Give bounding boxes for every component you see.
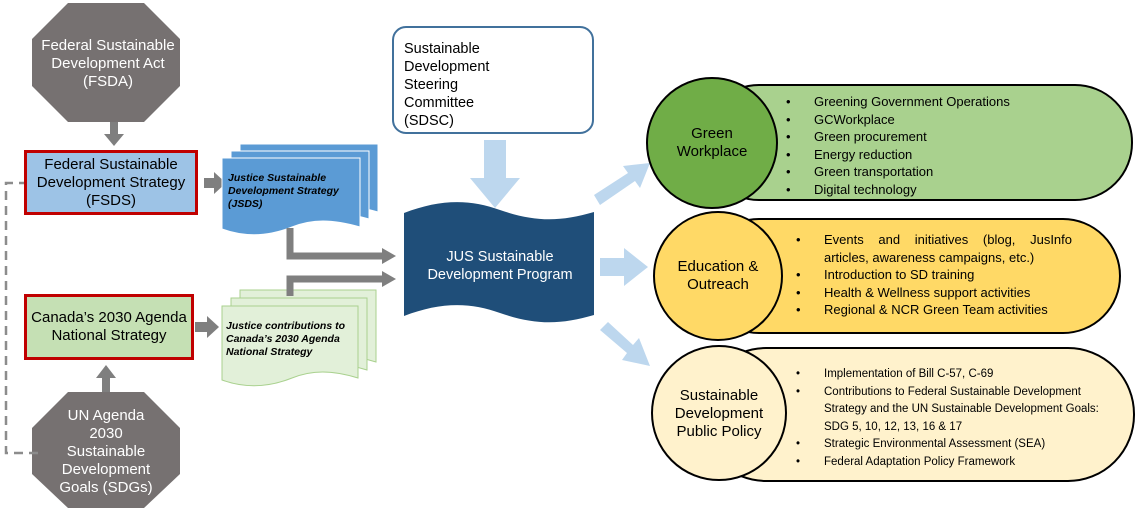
arrow-un-to-canada: [96, 365, 116, 392]
sdsc-box: [392, 26, 594, 134]
list-item: Implementation of Bill C-57, C-69: [796, 366, 1106, 384]
list-item: Contributions to Federal Sustainable Dev…: [796, 384, 1106, 437]
policy-title: Sustainable Development Public Policy: [674, 387, 764, 440]
green-circle: [646, 77, 778, 209]
list-item: Health & Wellness support activities: [796, 284, 1072, 302]
fsds-box: Federal Sustainable Development Strategy…: [24, 150, 198, 215]
list-item: Energy reduction: [786, 146, 1086, 164]
list-item: GCWorkplace: [786, 111, 1086, 129]
list-item: Events and initiatives (blog, JusInfo ar…: [796, 231, 1072, 266]
fsds-label: Federal Sustainable Development Strategy…: [36, 155, 186, 209]
list-item: Green transportation: [786, 163, 1086, 181]
education-title: Education & Outreach: [677, 258, 759, 293]
green-title: Green Workplace: [676, 125, 748, 160]
arrow-sdsc-to-program: [470, 140, 520, 208]
list-item: Greening Government Operations: [786, 93, 1086, 111]
canada-2030-label: Canada’s 2030 Agenda National Strategy: [31, 309, 187, 344]
arrow-canada-to-contrib: [195, 316, 219, 338]
policy-circle: [651, 345, 787, 481]
dashed-link: [4, 181, 38, 455]
arrow-jsds-to-program: [286, 228, 384, 260]
canada-2030-box: Canada’s 2030 Agenda National Strategy: [24, 294, 194, 360]
policy-list: Implementation of Bill C-57, C-69 Contri…: [796, 366, 1106, 471]
list-item: Introduction to SD training: [796, 266, 1072, 284]
fsda-label: Federal Sustainable Development Act (FSD…: [41, 37, 175, 90]
jsds-label: Justice Sustainable Development Strategy…: [228, 172, 339, 210]
program-label: JUS Sustainable Development Program: [427, 249, 573, 283]
sdsc-label: Sustainable Development Steering Committ…: [404, 41, 490, 129]
arrow-program-to-policy: [600, 322, 650, 366]
list-item: Federal Adaptation Policy Framework: [796, 454, 1106, 472]
list-item: Strategic Environmental Assessment (SEA): [796, 436, 1106, 454]
list-item: Regional & NCR Green Team activities: [796, 301, 1072, 319]
education-circle: [653, 211, 783, 341]
arrow-fsda-to-fsds: [104, 122, 124, 146]
jsds-document-stack: [221, 143, 379, 236]
justice-contrib-label: Justice contributions to Canada’s 2030 A…: [226, 320, 346, 358]
contrib-document-stack: [221, 289, 377, 387]
program-banner: [404, 202, 594, 323]
arrow-contrib-to-program: [286, 275, 384, 296]
un-agenda-octagon: [32, 392, 180, 508]
education-list: Events and initiatives (blog, JusInfo ar…: [796, 231, 1072, 319]
list-item: Green procurement: [786, 128, 1086, 146]
arrow-program-to-education: [600, 248, 648, 286]
fsda-octagon: [32, 3, 180, 122]
arrow-program-to-green: [594, 163, 650, 205]
arrow-fsds-to-jsds: [204, 172, 226, 194]
list-item: Digital technology: [786, 181, 1086, 199]
un-agenda-label: UN Agenda 2030 Sustainable Development G…: [59, 407, 153, 496]
green-list: Greening Government Operations GCWorkpla…: [786, 93, 1086, 198]
